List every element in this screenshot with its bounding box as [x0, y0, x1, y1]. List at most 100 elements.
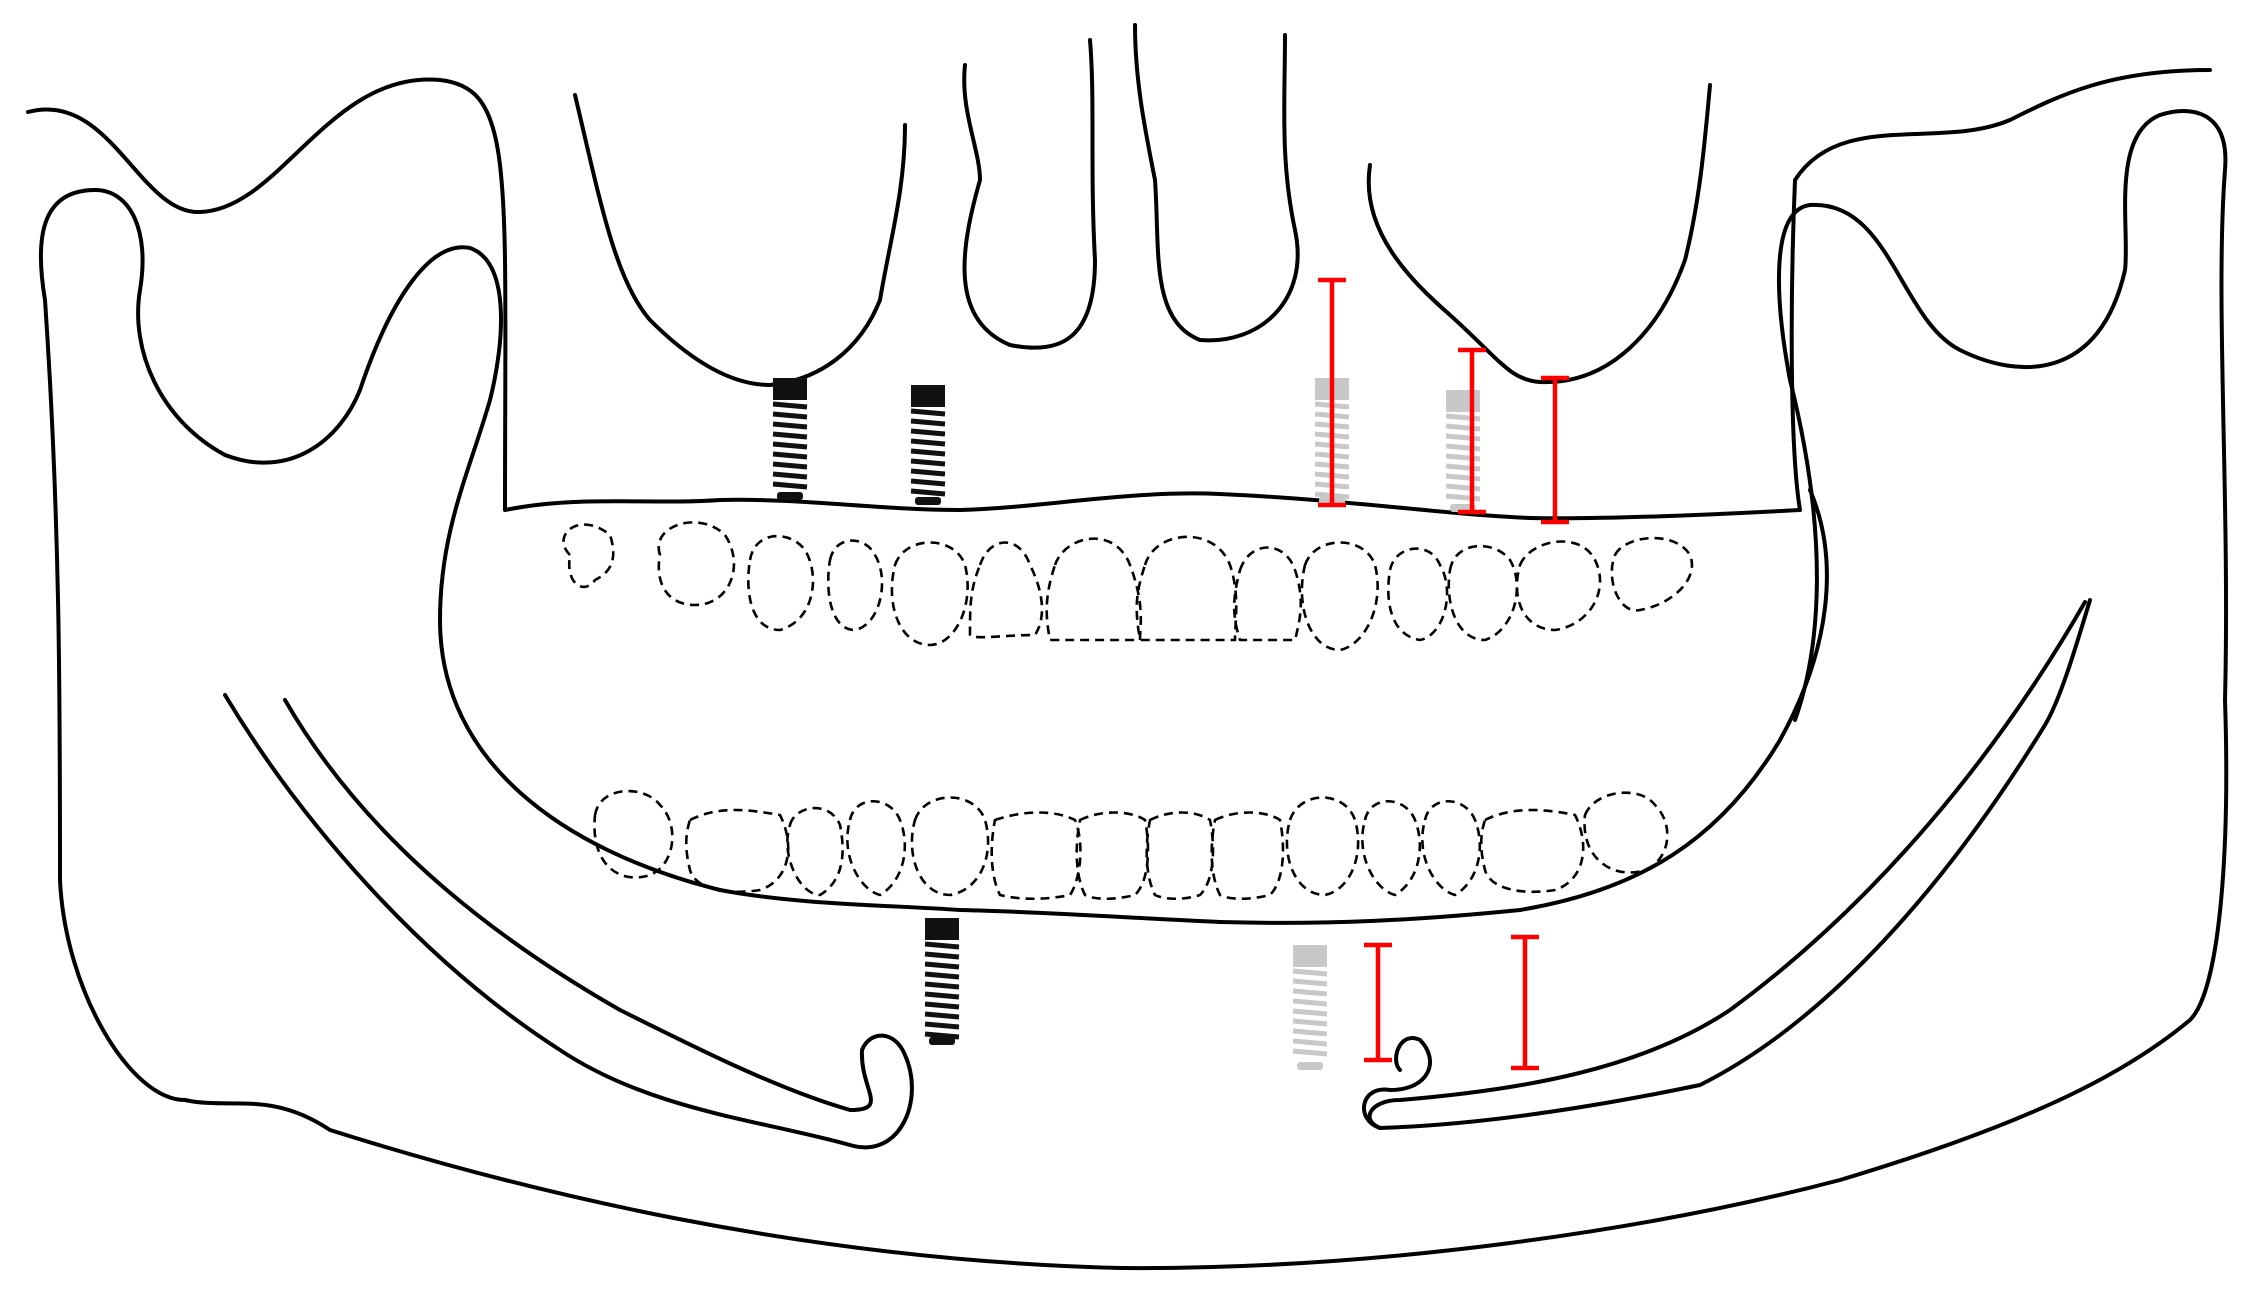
- mandible-occlusal-outline: [958, 488, 1829, 925]
- lower-tooth-4: [846, 799, 907, 897]
- implant-thread: [772, 441, 808, 450]
- upper-tooth-5: [890, 541, 969, 647]
- implant-apex: [1297, 1062, 1323, 1070]
- implant-apex: [929, 1037, 955, 1045]
- implant-thread: [924, 1001, 960, 1010]
- implant-thread: [772, 401, 808, 410]
- implant-thread: [1292, 968, 1328, 977]
- lower-tooth-5: [910, 796, 990, 897]
- implant-head: [1446, 390, 1480, 412]
- implant-thread: [772, 421, 808, 430]
- implant-thread: [924, 1021, 960, 1030]
- implant-thread: [924, 991, 960, 1000]
- implant-apex: [915, 497, 941, 505]
- implant-upper-left-2: [1445, 390, 1481, 512]
- lower-tooth-12: [1421, 799, 1482, 897]
- upper-tooth-6: [968, 541, 1044, 639]
- lower-tooth-8: [1145, 811, 1215, 901]
- implant-thread: [772, 481, 808, 490]
- implant-thread: [1292, 1048, 1328, 1057]
- implant-thread: [1292, 1038, 1328, 1047]
- implant-thread: [910, 488, 946, 497]
- lower-tooth-14: [1583, 791, 1669, 874]
- upper-tooth-10: [1300, 541, 1379, 652]
- implant-thread: [1292, 1018, 1328, 1027]
- implant-thread: [910, 438, 946, 447]
- implant-head: [911, 385, 945, 407]
- lower-tooth-2: [684, 808, 790, 894]
- implant-thread: [772, 411, 808, 420]
- lower-tooth-6: [990, 811, 1082, 901]
- upper-tooth-3: [747, 534, 815, 632]
- upper-tooth-8: [1135, 535, 1238, 642]
- lower-teeth: [593, 789, 1669, 901]
- implant-thread: [910, 448, 946, 457]
- implant-thread: [924, 1031, 960, 1040]
- upper-tooth-4: [826, 539, 884, 632]
- right-canal-hook-outline: [1362, 1036, 1432, 1130]
- implant-thread: [910, 468, 946, 477]
- implant-thread: [1445, 443, 1481, 452]
- implant-thread: [1445, 483, 1481, 492]
- measurements: [1318, 277, 1569, 1071]
- implant-thread: [924, 981, 960, 990]
- upper-tooth-14: [1610, 536, 1694, 612]
- implant-thread: [1445, 473, 1481, 482]
- maxilla-outline: [26, 68, 2212, 521]
- lower-tooth-11: [1361, 799, 1422, 897]
- implant-thread: [1445, 423, 1481, 432]
- implant-thread: [924, 1011, 960, 1020]
- upper-teeth: [562, 521, 1694, 652]
- upper-tooth-1: [562, 523, 615, 589]
- lower-tooth-3: [786, 806, 844, 897]
- implant-thread: [772, 451, 808, 460]
- implant-thread: [1292, 1028, 1328, 1037]
- implant-thread: [772, 431, 808, 440]
- implant-thread: [924, 941, 960, 950]
- right-sinus-outline: [573, 93, 907, 387]
- implant-thread: [1445, 453, 1481, 462]
- implant-thread: [910, 478, 946, 487]
- implant-upper-right-1: [772, 378, 808, 500]
- implant-thread: [924, 971, 960, 980]
- implant-thread: [1445, 463, 1481, 472]
- upper-tooth-11: [1387, 547, 1449, 642]
- upper-tooth-12: [1447, 544, 1519, 642]
- implant-thread: [1445, 493, 1481, 502]
- implant-thread: [910, 428, 946, 437]
- implant-head: [1293, 945, 1327, 967]
- implant-thread: [1292, 998, 1328, 1007]
- implant-thread: [772, 461, 808, 470]
- implant-thread: [910, 418, 946, 427]
- left-condyle-outline: [93, 188, 962, 912]
- left-mandibular-canal-outline: [223, 693, 914, 1150]
- measurement-upper-2: [1458, 347, 1486, 515]
- lower-tooth-7: [1075, 811, 1150, 901]
- implant-thread: [772, 471, 808, 480]
- implant-thread: [1292, 978, 1328, 987]
- implant-thread: [924, 961, 960, 970]
- lower-tooth-1: [593, 789, 674, 879]
- left-sinus-outline: [1366, 83, 1712, 385]
- measurement-upper-1: [1318, 277, 1346, 508]
- implant-lower-right-1: [924, 918, 960, 1045]
- implant-thread: [1292, 1008, 1328, 1017]
- implant-thread: [910, 408, 946, 417]
- measurement-upper-3: [1541, 375, 1569, 525]
- implant-thread: [924, 951, 960, 960]
- lower-tooth-10: [1285, 796, 1360, 897]
- lower-tooth-9: [1210, 811, 1285, 901]
- implant-head: [925, 918, 959, 940]
- measurement-lower-1: [1364, 942, 1392, 1063]
- left-ramus-outline: [38, 108, 2229, 1271]
- nasal-septum-right-outline: [1133, 23, 1300, 343]
- implant-thread: [1292, 988, 1328, 997]
- nasal-septum-left-outline: [962, 38, 1097, 350]
- upper-tooth-2: [657, 521, 736, 607]
- implant-thread: [910, 458, 946, 467]
- implants: [772, 378, 1481, 1070]
- upper-tooth-13: [1515, 540, 1602, 632]
- implant-lower-left-1: [1292, 945, 1328, 1070]
- implant-apex: [777, 492, 803, 500]
